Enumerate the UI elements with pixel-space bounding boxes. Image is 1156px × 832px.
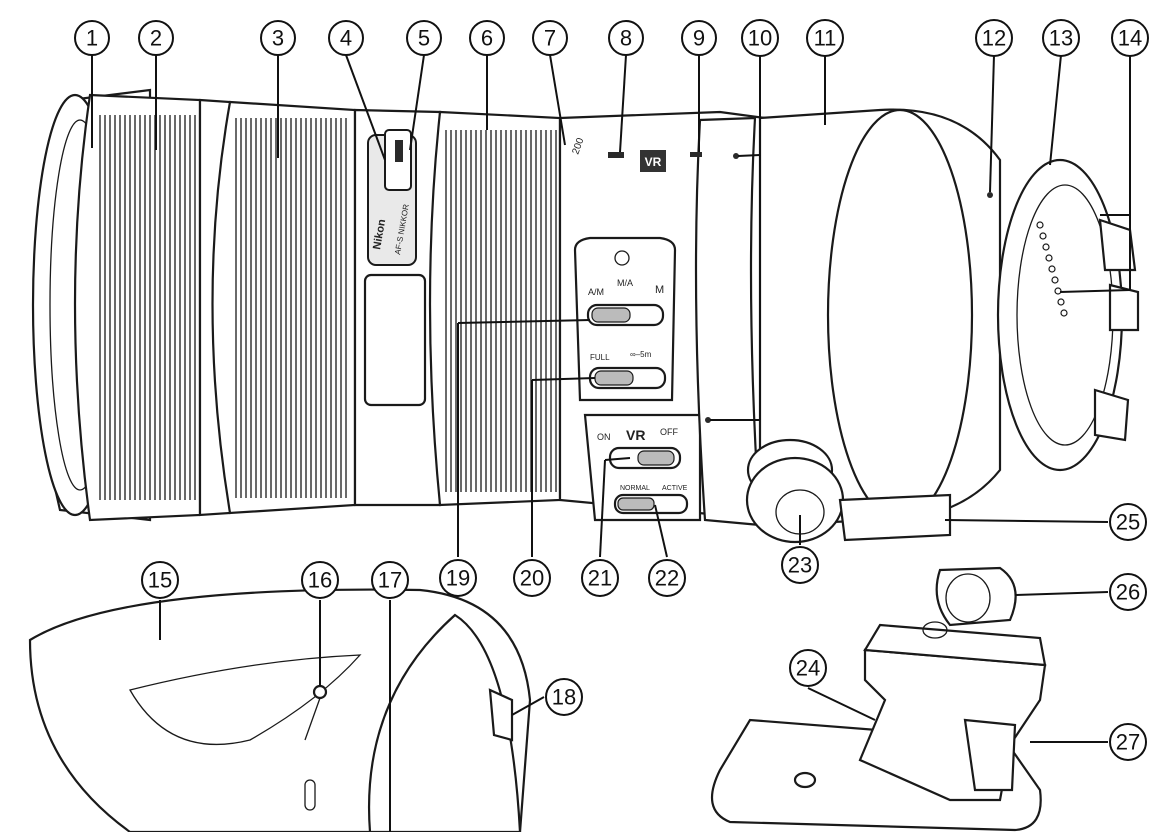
svg-text:9: 9 (693, 26, 705, 51)
callout-2: 2 (138, 20, 174, 56)
vr-badge (640, 150, 666, 172)
callout-22: 22 (648, 559, 686, 597)
tripod-collar-knob (745, 438, 845, 544)
vr-off-label: OFF (660, 427, 678, 437)
tripod-foot-lock-knob (935, 566, 1017, 627)
callout-19: 19 (439, 559, 477, 597)
callout-18: 18 (545, 678, 583, 716)
callout-16: 16 (301, 561, 339, 599)
switch-panel: A/M M/A M FULL ∞–5m (573, 236, 677, 402)
svg-text:2: 2 (150, 26, 162, 51)
svg-text:12: 12 (982, 26, 1006, 51)
svg-text:20: 20 (520, 566, 544, 591)
svg-text:3: 3 (272, 26, 284, 51)
svg-text:25: 25 (1116, 510, 1140, 535)
svg-text:15: 15 (148, 568, 172, 593)
vr-mode-normal-label: NORMAL (620, 485, 650, 492)
vr-switch-panel: ON VR OFF NORMAL ACTIVE (583, 413, 702, 522)
second-ring (428, 110, 562, 507)
mount-index (987, 192, 993, 198)
focal-index (608, 152, 624, 158)
svg-text:22: 22 (655, 566, 679, 591)
focus-mode-m-label: M (655, 284, 664, 296)
svg-text:16: 16 (308, 568, 332, 593)
callout-23: 23 (781, 546, 819, 584)
svg-text:8: 8 (620, 26, 632, 51)
hood-lock-release (488, 688, 514, 742)
lower-panel (363, 273, 427, 407)
tripod-foot-top (863, 623, 1047, 667)
svg-text:7: 7 (544, 26, 556, 51)
lens-illustration: Nikon AF-S NIKKOR 200 VR A/M M/A M FULL … (31, 88, 1140, 544)
callout-20: 20 (513, 559, 551, 597)
bayonet-tab-top (1098, 218, 1137, 272)
svg-text:13: 13 (1049, 26, 1073, 51)
svg-text:4: 4 (340, 26, 352, 51)
callout-24: 24 (789, 649, 827, 687)
zoom-ring (73, 93, 202, 522)
tripod-foot-illustration (710, 566, 1047, 832)
svg-text:17: 17 (378, 568, 402, 593)
tripod-socket (793, 771, 817, 789)
callout-12: 12 (975, 19, 1013, 57)
callout-14: 14 (1111, 19, 1149, 57)
callout-11: 11 (806, 19, 844, 57)
svg-text:18: 18 (552, 685, 576, 710)
callout-7: 7 (532, 20, 568, 56)
hood-alignment-mark (312, 684, 328, 700)
focus-mode-ma-label: M/A (617, 278, 633, 288)
callout-25: 25 (1109, 503, 1147, 541)
lens-hood-illustration (28, 588, 532, 832)
callout-5: 5 (406, 20, 442, 56)
callout-6: 6 (469, 20, 505, 56)
svg-text:1: 1 (86, 26, 98, 51)
svg-text:26: 26 (1116, 580, 1140, 605)
vr-mode-active-label: ACTIVE (662, 485, 688, 492)
callout-17: 17 (371, 561, 409, 599)
collar-index-top (733, 153, 739, 159)
callout-26: 26 (1109, 573, 1147, 611)
focus-limit-range-label: ∞–5m (630, 350, 652, 359)
callout-15: 15 (141, 561, 179, 599)
svg-text:19: 19 (446, 566, 470, 591)
cpu-contacts (1036, 221, 1068, 317)
rear-cone (826, 108, 974, 522)
callout-13: 13 (1042, 19, 1080, 57)
focus-mode-am-label: A/M (588, 287, 604, 297)
tripod-foot-slot (963, 718, 1017, 792)
tripod-foot-stub (838, 493, 952, 542)
vr-badge-text: VR (645, 155, 662, 169)
callout-9: 9 (681, 20, 717, 56)
callout-10: 10 (741, 19, 779, 57)
bayonet-tab-mid (1108, 283, 1140, 332)
callout-1: 1 (74, 20, 110, 56)
svg-text:6: 6 (481, 26, 493, 51)
vr-title-label: VR (626, 427, 645, 443)
leader-lines (91, 54, 1131, 832)
collar-index-bottom (705, 417, 711, 423)
callout-27: 27 (1109, 723, 1147, 761)
callout-3: 3 (260, 20, 296, 56)
svg-text:21: 21 (588, 566, 612, 591)
svg-text:14: 14 (1118, 26, 1142, 51)
callout-8: 8 (608, 20, 644, 56)
collar-mark-9 (690, 152, 702, 157)
focus-ring (211, 100, 357, 515)
svg-text:23: 23 (788, 553, 812, 578)
callout-21: 21 (581, 559, 619, 597)
svg-text:24: 24 (796, 656, 820, 681)
hood-bayonet-ring (368, 613, 522, 832)
bayonet-tab-bottom (1093, 388, 1130, 442)
svg-text:11: 11 (814, 26, 837, 51)
svg-text:10: 10 (748, 26, 772, 51)
nameplate-brand: Nikon (371, 218, 388, 250)
callout-4: 4 (328, 20, 364, 56)
svg-text:5: 5 (418, 26, 430, 51)
svg-text:27: 27 (1116, 730, 1140, 755)
focus-limit-full-label: FULL (590, 353, 610, 362)
vr-on-label: ON (597, 432, 611, 442)
